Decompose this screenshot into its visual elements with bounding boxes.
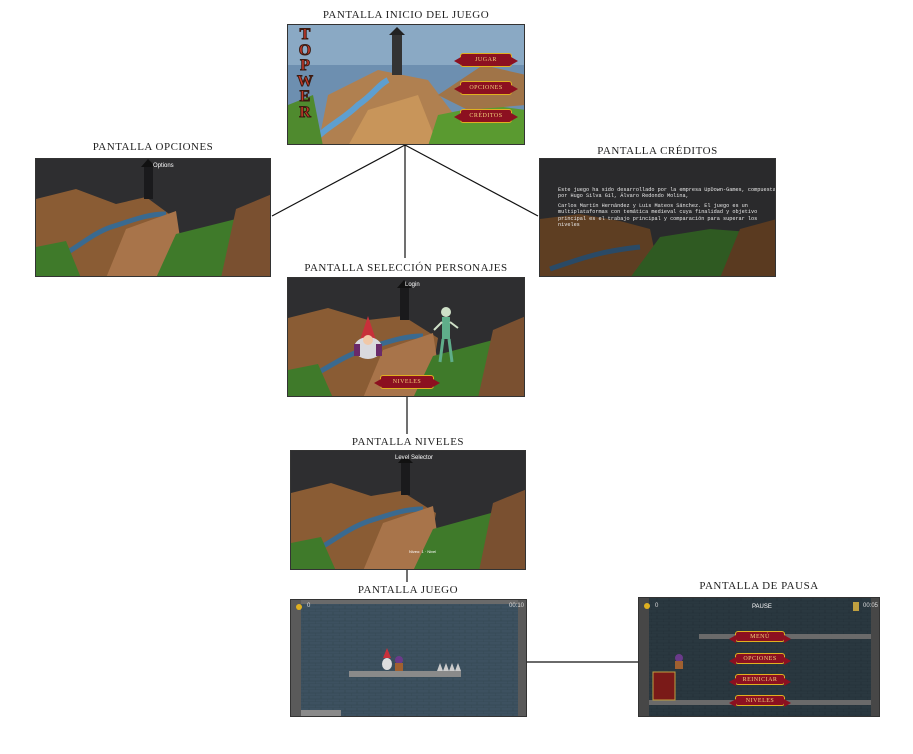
jugar-button[interactable]: JUGAR: [454, 53, 518, 67]
landscape-niveles: [291, 451, 525, 569]
level-selector-header: Level Selector: [395, 455, 434, 461]
crate-icon: [652, 671, 676, 701]
screen-creditos: Este juego ha sido desarrollado por la e…: [539, 158, 776, 277]
player-character: [382, 648, 403, 671]
creditos-button[interactable]: CRÉDITOS: [454, 109, 518, 123]
landscape-seleccion: [288, 278, 524, 396]
credits-line-1: Este juego ha sido desarrollado por la e…: [558, 187, 776, 200]
pause-timer: 00:05: [863, 603, 879, 609]
reiniciar-button[interactable]: REINICIAR: [729, 674, 791, 686]
credits-text: Este juego ha sido desarrollado por la e…: [558, 187, 776, 231]
landscape-opciones: [36, 159, 270, 276]
title-creditos: PANTALLA CRÉDITOS: [597, 145, 718, 157]
coin-icon: [644, 603, 650, 609]
player-character: [675, 654, 683, 662]
level-footer: Niveo: 1 · Nivel: [409, 549, 437, 554]
elf-character[interactable]: [433, 307, 459, 363]
screen-opciones: Options: [35, 158, 271, 277]
game-timer: 00:10: [509, 603, 525, 609]
landscape-creditos: [540, 159, 775, 276]
screen-seleccion: Login NIVELES: [287, 277, 525, 397]
screen-juego: 0 00:10: [290, 599, 527, 717]
options-header: Options: [153, 163, 174, 169]
pause-opciones-button[interactable]: OPCIONES: [729, 653, 791, 665]
stone-platform: [349, 671, 461, 677]
screen-niveles: Level Selector Niveo: 1 · Nivel: [290, 450, 526, 570]
screen-pausa: 0 00:05 PAUSE MENÚ OPCIONES REINICIAR NI…: [638, 597, 880, 717]
title-inicio: PANTALLA INICIO DEL JUEGO: [322, 9, 490, 21]
title-niveles: PANTALLA NIVELES: [351, 436, 465, 448]
spike-icon: [437, 663, 443, 671]
coin-icon: [296, 604, 302, 610]
pause-coin-count: 0: [655, 603, 659, 609]
menu-button[interactable]: MENÚ: [729, 631, 791, 643]
screen-inicio: TOPWER JUGAR OPCIONES CRÉDITOS: [287, 24, 525, 145]
gnome-character[interactable]: [354, 316, 382, 359]
game-logo: TOPWER: [297, 26, 314, 121]
title-juego: PANTALLA JUEGO: [357, 584, 459, 596]
login-header: Login: [405, 282, 420, 288]
pause-niveles-button[interactable]: NIVELES: [729, 695, 791, 707]
coin-count: 0: [307, 603, 311, 609]
pause-header: PAUSE: [752, 604, 772, 610]
title-seleccion: PANTALLA SELECCIÓN PERSONAJES: [304, 262, 508, 274]
pause-icon[interactable]: [853, 602, 859, 611]
title-opciones: PANTALLA OPCIONES: [92, 141, 214, 153]
credits-line-2: Carlos Martín Hernández y Luis Mateos Sá…: [558, 202, 758, 229]
title-pausa: PANTALLA DE PAUSA: [699, 580, 819, 592]
niveles-button[interactable]: NIVELES: [374, 375, 440, 389]
castle-level: [291, 600, 526, 716]
opciones-button[interactable]: OPCIONES: [454, 81, 518, 95]
